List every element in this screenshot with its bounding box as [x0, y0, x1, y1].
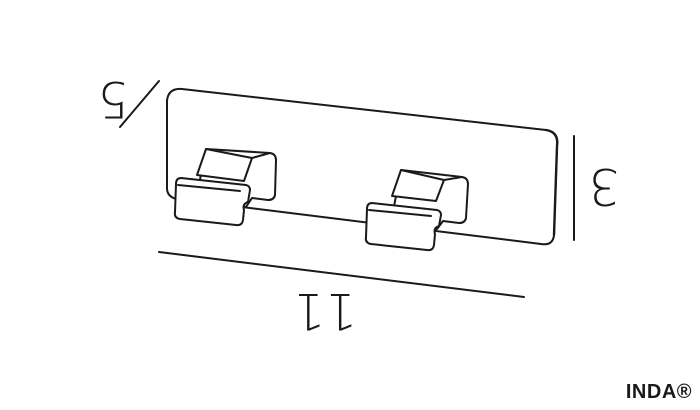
- brand-logo: INDA®: [625, 381, 692, 403]
- length-dimension-line: [158, 251, 525, 298]
- height-label: 3: [588, 157, 620, 215]
- hook-left: [173, 148, 277, 227]
- depth-dimension-line: [119, 80, 160, 128]
- length-label: 11: [293, 282, 357, 340]
- depth-label: 5: [97, 70, 129, 128]
- hook-right: [364, 169, 469, 252]
